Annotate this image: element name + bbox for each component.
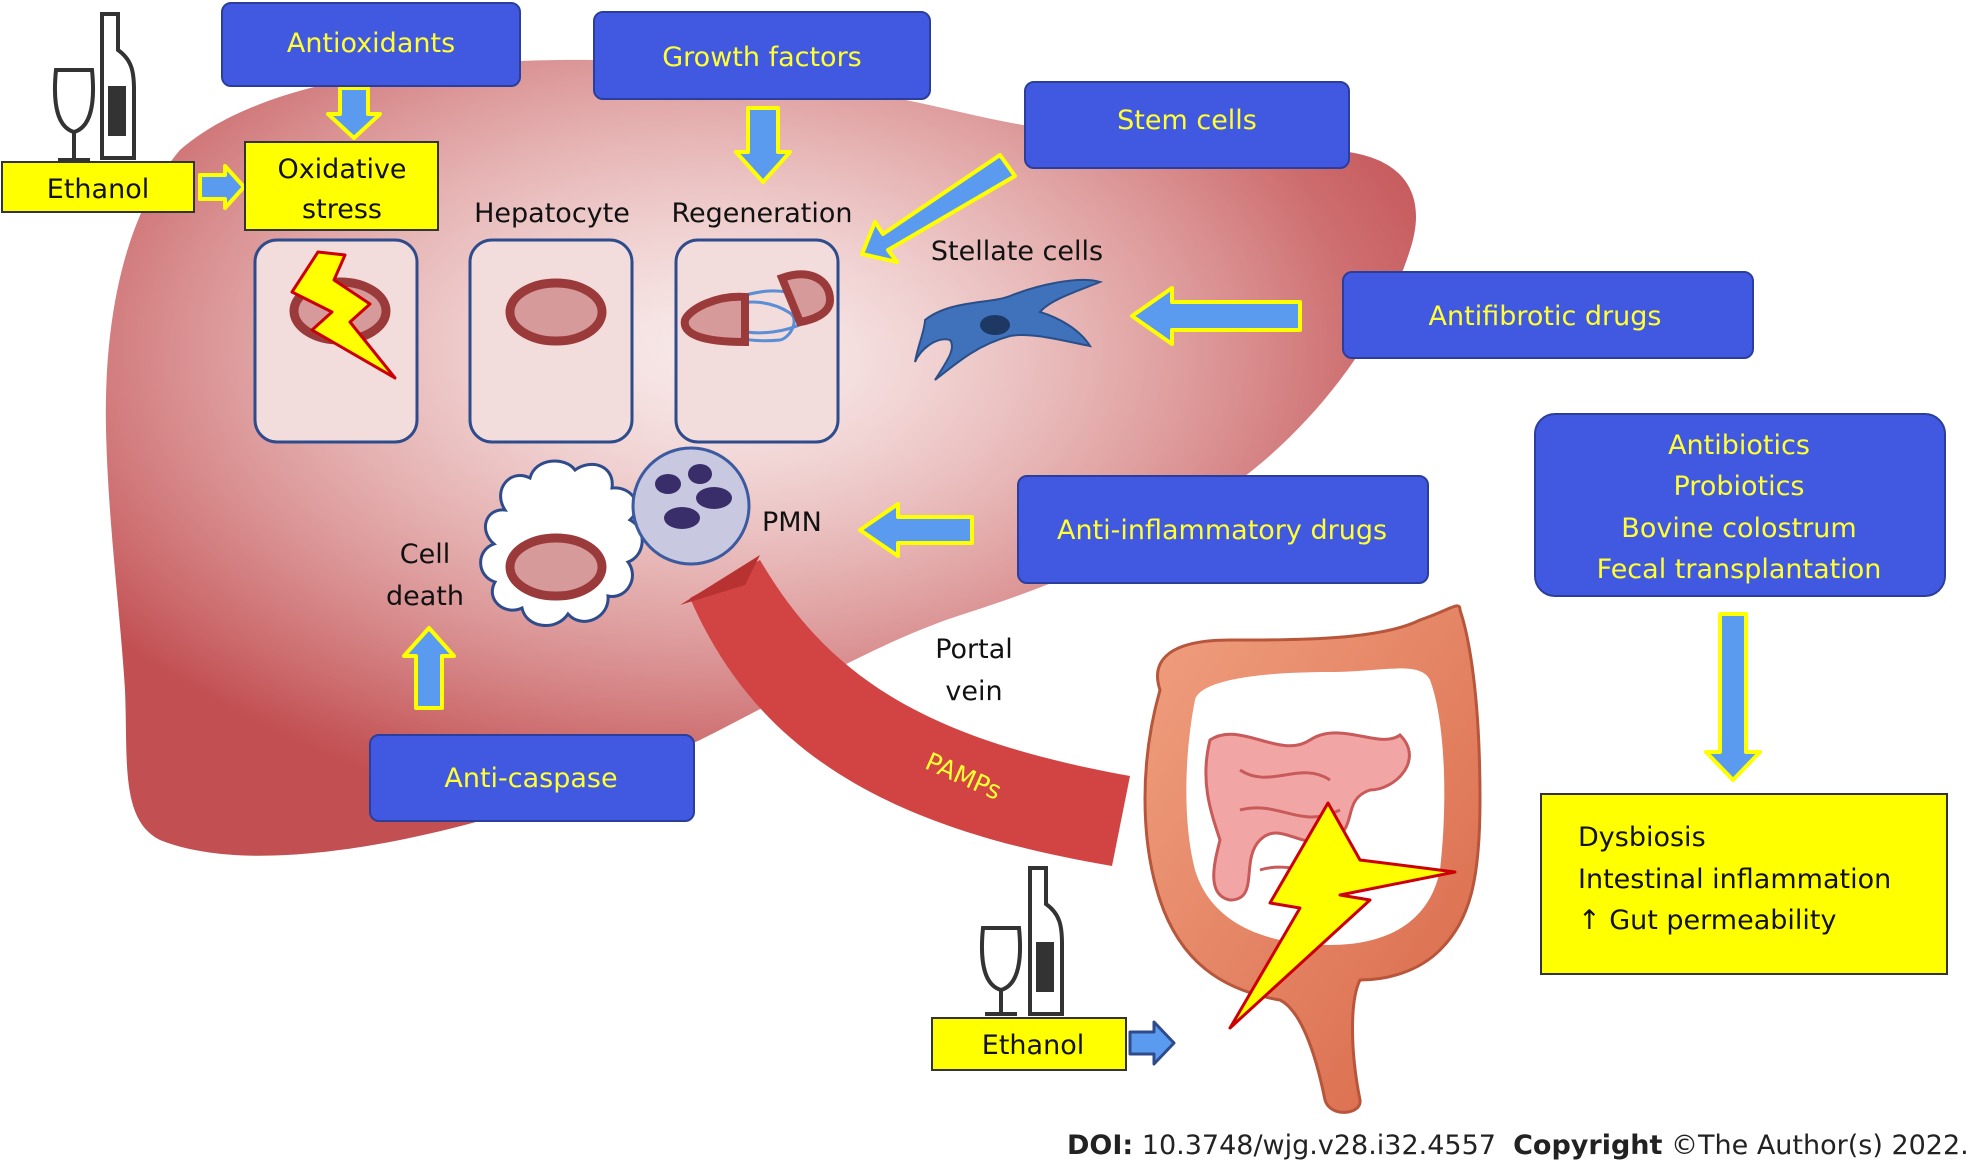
- growth-factors-label: Growth factors: [662, 42, 861, 73]
- arrow-anti-inflammatory-left: [858, 502, 974, 558]
- oxidative-stress-label-line1: Oxidative: [277, 154, 406, 185]
- copyright-value: ©The Author(s) 2022.: [1671, 1130, 1969, 1161]
- portal-vein-label-line1: Portal: [935, 634, 1013, 665]
- ethanol-top-box: Ethanol: [1, 161, 195, 213]
- gut-therapies-box: Antibiotics Probiotics Bovine colostrum …: [1534, 413, 1946, 597]
- wine-bottle-icon-bottom: [980, 866, 1064, 1016]
- portal-vein: [680, 555, 1130, 866]
- growth-factors-box: Growth factors: [593, 11, 931, 100]
- cell-death-label-line2: death: [386, 581, 464, 612]
- oxidative-stress-box: Oxidative stress: [244, 141, 439, 231]
- intestine: [1143, 604, 1482, 1114]
- doi-copyright-footer: DOI: 10.3748/wjg.v28.i32.4557 Copyright …: [1067, 1126, 1969, 1166]
- wine-bottle-icon: [53, 12, 136, 162]
- gut-effect-item: Intestinal inflammation: [1578, 864, 1891, 895]
- anti-caspase-box: Anti-caspase: [369, 734, 695, 822]
- gut-effect-item: ↑ Gut permeability: [1578, 905, 1836, 936]
- arrow-gut-therapies-down: [1704, 612, 1762, 782]
- regenerating-hepatocyte: [674, 238, 840, 444]
- anti-caspase-label: Anti-caspase: [444, 763, 617, 794]
- hepatocyte: [468, 238, 634, 444]
- gut-therapy-item: Probiotics: [1674, 471, 1805, 502]
- stellate-cell: [914, 279, 1104, 381]
- ethanol-bottom-label: Ethanol: [982, 1030, 1084, 1061]
- ethanol-top-label: Ethanol: [47, 174, 149, 205]
- doi-label: DOI:: [1067, 1130, 1134, 1161]
- oxidative-stress-label-line2: stress: [302, 194, 382, 225]
- gut-therapy-item: Fecal transplantation: [1597, 554, 1882, 585]
- gut-lightning-bolt-icon: [1228, 801, 1457, 1030]
- antifibrotic-drugs-label: Antifibrotic drugs: [1429, 301, 1662, 332]
- arrow-antifibrotic-left: [1130, 286, 1302, 346]
- gut-effect-item: Dysbiosis: [1578, 822, 1706, 853]
- arrow-anti-caspase-up: [402, 626, 456, 710]
- portal-vein-label-line2: vein: [945, 676, 1002, 707]
- lightning-bolt-icon: [290, 250, 397, 380]
- hepatocyte-label: Hepatocyte: [474, 198, 630, 229]
- dying-cell: [479, 459, 644, 627]
- gut-effects-box: Dysbiosis Intestinal inflammation ↑ Gut …: [1540, 793, 1948, 975]
- ethanol-bottom-box: Ethanol: [931, 1017, 1127, 1071]
- antioxidants-box: Antioxidants: [221, 2, 521, 87]
- antioxidants-label: Antioxidants: [287, 28, 455, 59]
- stellate-cells-label: Stellate cells: [931, 236, 1103, 267]
- pmn-neutrophil: [631, 446, 751, 566]
- regeneration-label: Regeneration: [672, 198, 853, 229]
- doi-value: 10.3748/wjg.v28.i32.4557: [1141, 1130, 1496, 1161]
- stem-cells-label: Stem cells: [1117, 105, 1257, 136]
- gut-therapy-item: Bovine colostrum: [1621, 513, 1856, 544]
- antifibrotic-drugs-box: Antifibrotic drugs: [1342, 271, 1754, 359]
- anti-inflammatory-drugs-box: Anti-inflammatory drugs: [1017, 475, 1429, 584]
- arrow-growth-factors-down: [734, 106, 792, 184]
- cell-death-label-line1: Cell: [400, 539, 450, 570]
- damaged-hepatocyte: [253, 238, 419, 444]
- copyright-label: Copyright: [1513, 1130, 1663, 1161]
- pmn-label: PMN: [762, 507, 822, 538]
- gut-therapy-item: Antibiotics: [1668, 430, 1810, 461]
- arrow-stem-cells-diagonal: [860, 153, 1017, 264]
- stem-cells-box: Stem cells: [1024, 81, 1350, 169]
- arrow-ethanol-right-top: [198, 164, 246, 210]
- anti-inflammatory-drugs-label: Anti-inflammatory drugs: [1057, 515, 1387, 546]
- arrow-ethanol-right-bottom: [1128, 1020, 1176, 1066]
- arrow-antioxidants-down: [326, 86, 382, 140]
